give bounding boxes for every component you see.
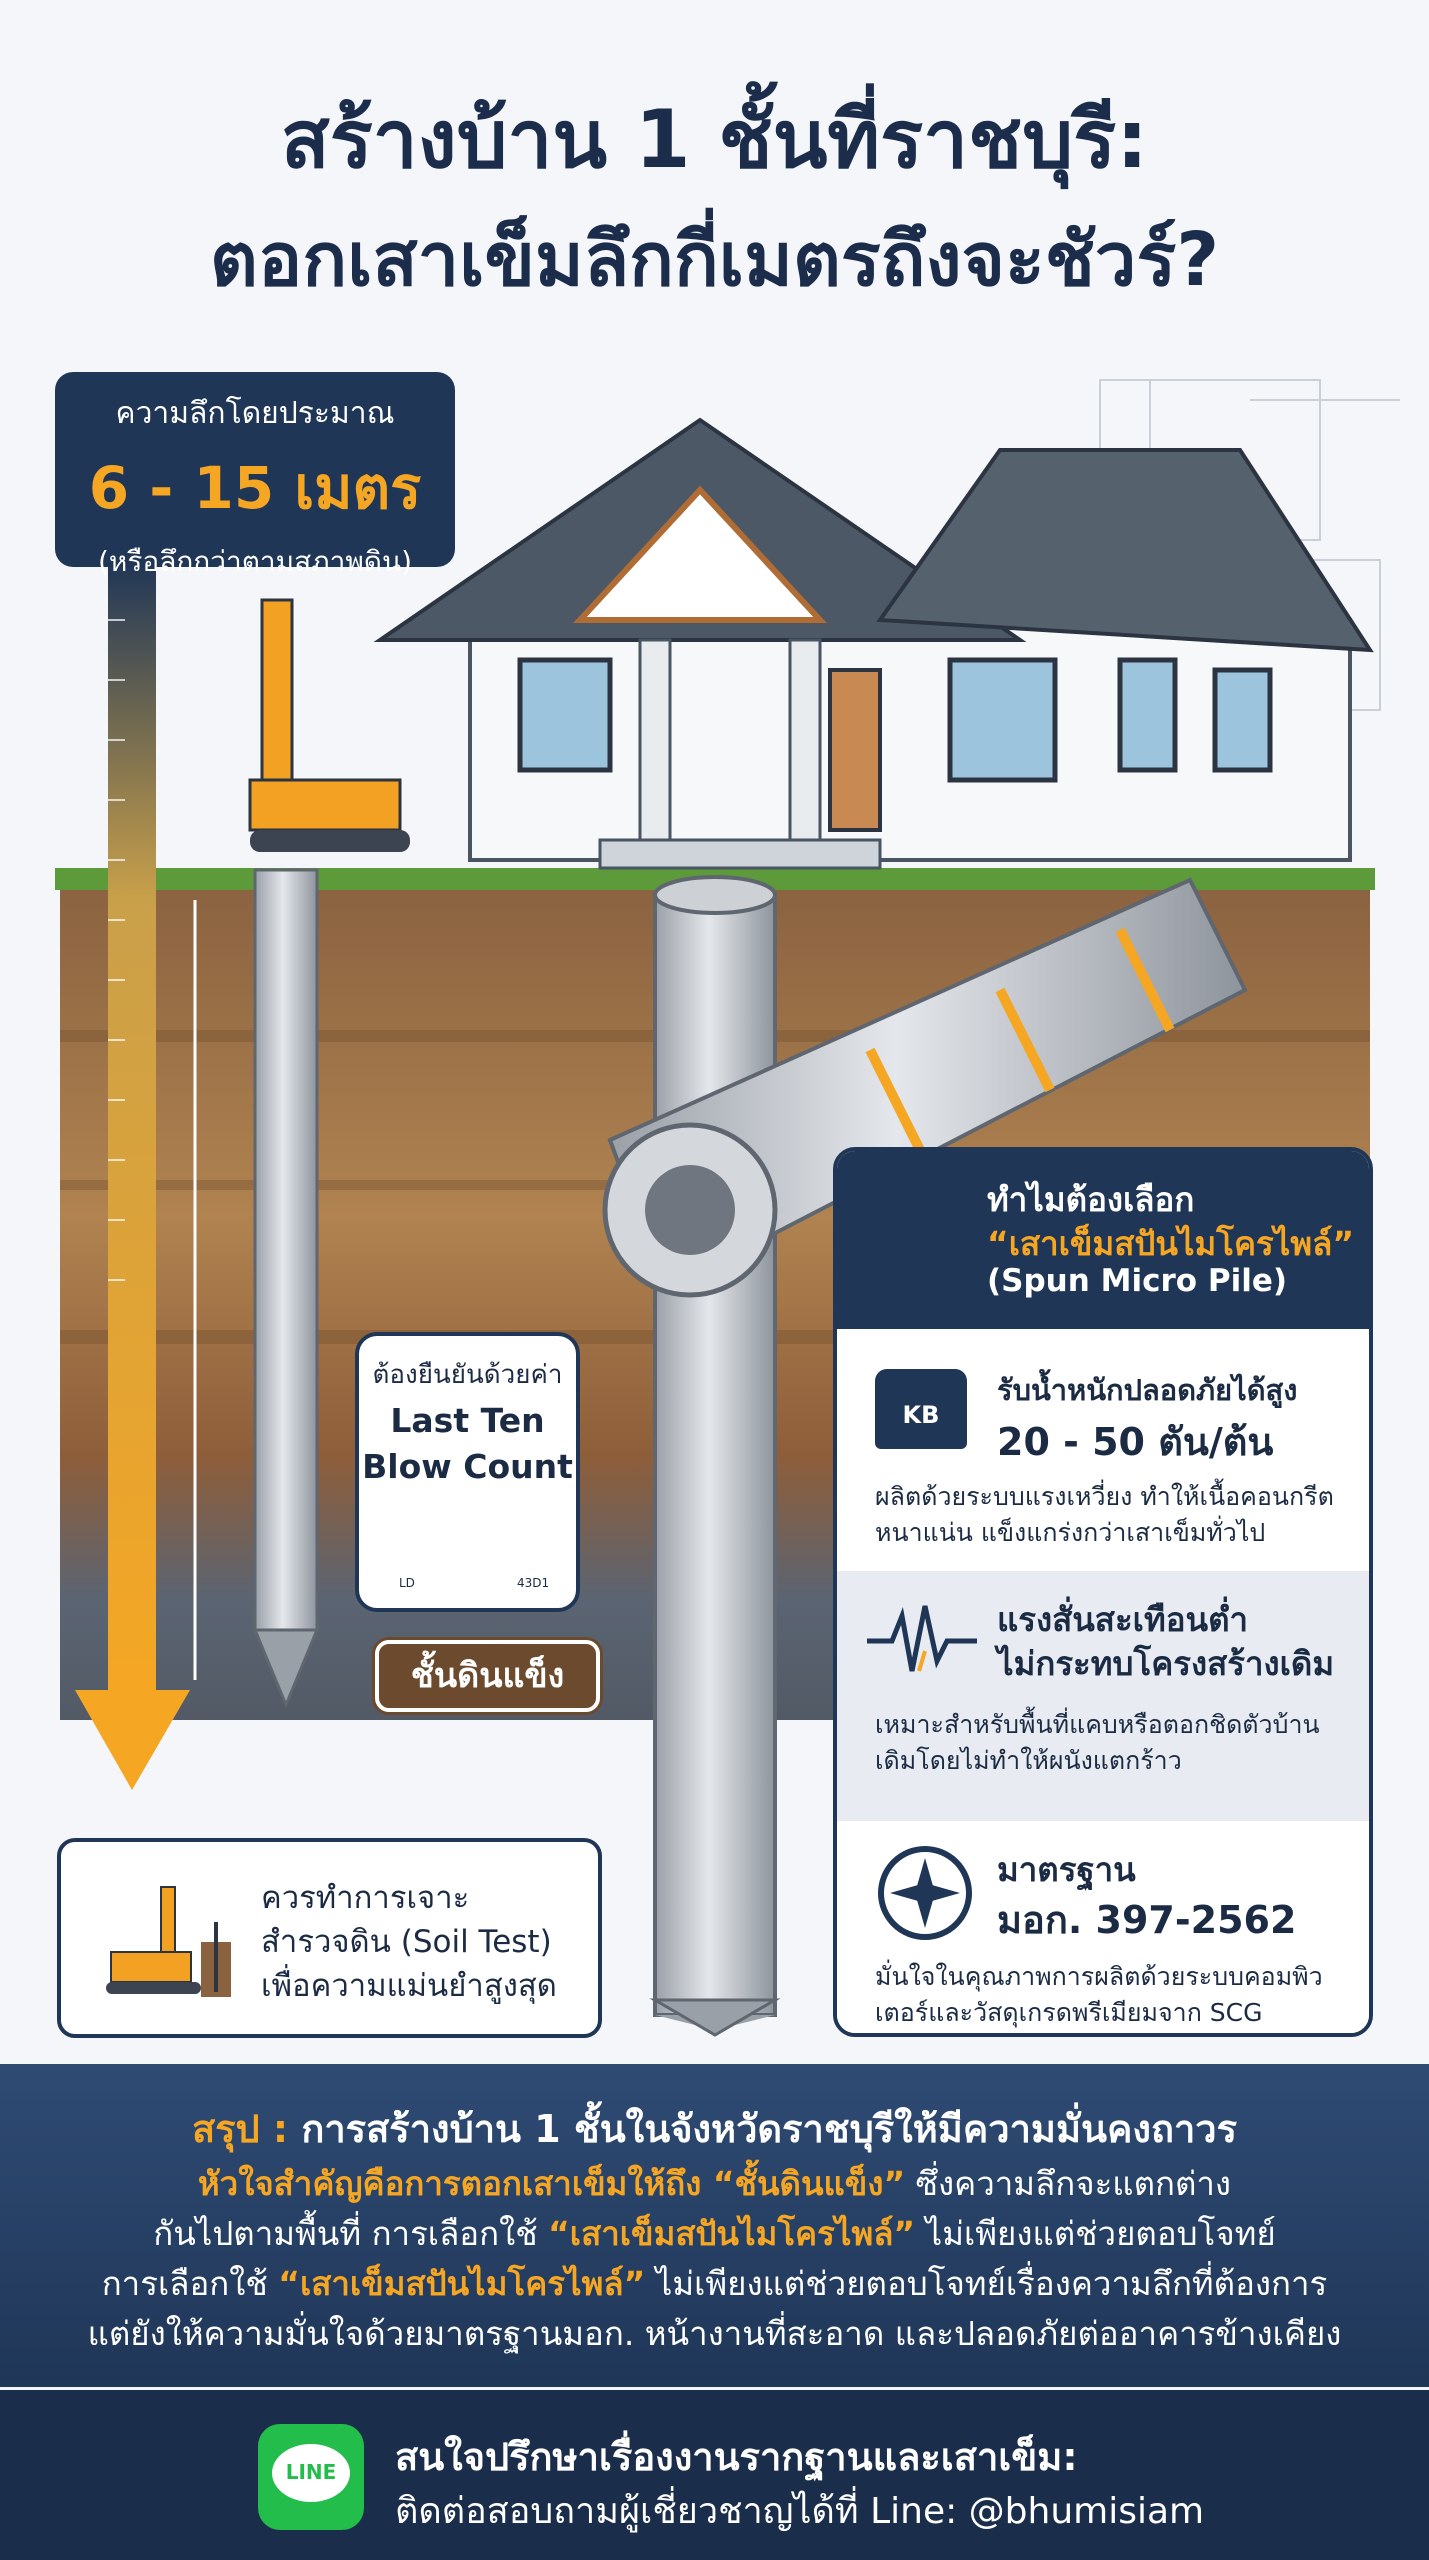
title-line-1: สร้างบ้าน 1 ชั้นที่ราชบุรี:: [280, 93, 1149, 186]
load-title-2: 20 - 50 ตัน/ต้น: [997, 1420, 1274, 1464]
depth-callout: ความลึกโดยประมาณ 6 - 15 เมตร (หรือลึกกว่…: [55, 372, 455, 578]
standard-emblem-icon: [878, 1846, 972, 1940]
standard-section: มาตรฐาน มอก. 397-2562 มั่นใจในคุณภาพการผ…: [837, 1821, 1369, 2033]
line-bubble-icon: [272, 2444, 350, 2502]
summary-section: สรุป : การสร้างบ้าน 1 ชั้นในจังหวัดราชบุ…: [0, 2064, 1429, 2387]
blow-count-value-1: Last Ten: [390, 1401, 545, 1440]
gauge-right-label: 43D1: [517, 1576, 550, 1590]
vibration-body-1: เหมาะสำหรับพื้นที่แคบหรือตอกชิดตัวบ้าน: [875, 1710, 1320, 1739]
standard-body-1: มั่นใจในคุณภาพการผลิตด้วยระบบคอมพิว: [875, 1962, 1323, 1991]
house: [373, 417, 1374, 870]
depth-value: 6 - 15 เมตร: [88, 454, 422, 522]
panel-header: ทำไมต้องเลือก “เสาเข็มสปันไมโครไพล์” (Sp…: [837, 1151, 1369, 1329]
low-vibration-section: แรงสั่นสะเทือนต่ำ ไม่กระทบโครงสร้างเดิม …: [837, 1571, 1369, 1821]
standard-title-2: มอก. 397-2562: [997, 1898, 1297, 1942]
summary-l3-a: กันไปตามพื้นที่ การเลือกใช้: [153, 2214, 549, 2253]
vibration-title-2: ไม่กระทบโครงสร้างเดิม: [997, 1644, 1335, 1683]
soil-test-text: ควรทำการเจาะ สำรวจดิน (Soil Test) เพื่อค…: [261, 1876, 557, 2008]
depth-scale-bar: [108, 560, 156, 1690]
panel-head-2: “เสาเข็มสปันไมโครไพล์”: [987, 1224, 1355, 1263]
vibration-wave-icon: [867, 1605, 977, 1672]
soil-test-callout: ควรทำการเจาะ สำรวจดิน (Soil Test) เพื่อค…: [57, 1838, 602, 2038]
depth-note: (หรือลึกกว่าตามสภาพดิน): [97, 545, 413, 578]
summary-l3-c: ไม่เพียงแต่ช่วยตอบโจทย์: [915, 2214, 1276, 2253]
footer-contact: LINE สนใจปรึกษาเรื่องงานรากฐานและเสาเข็ม…: [0, 2390, 1429, 2560]
summary-l3-b: “เสาเข็มสปันไมโครไพล์”: [548, 2214, 916, 2253]
load-body-2: หนาแน่น แข็งแกร่งกว่าเสาเข็มทั่วไป: [875, 1518, 1266, 1547]
summary-line-1: สรุป : การสร้างบ้าน 1 ชั้นในจังหวัดราชบุ…: [0, 2104, 1429, 2154]
standard-body-2: เตอร์และวัสดุเกรดพรีเมียมจาก SCG: [875, 1998, 1263, 2027]
summary-l4-c: ไม่เพียงแต่ช่วยตอบโจทย์เรื่องความลึกที่ต…: [645, 2264, 1328, 2303]
summary-prefix: สรุป :: [191, 2107, 302, 2151]
load-body-1: ผลิตด้วยระบบแรงเหวี่ยง ทำให้เนื้อคอนกรีต: [875, 1482, 1334, 1511]
summary-l4-a: การเลือกใช้: [101, 2264, 279, 2303]
blow-count-callout: ต้องยืนยันด้วยค่า Last Ten Blow Count LD…: [355, 1332, 580, 1612]
vibration-title-1: แรงสั่นสะเทือนต่ำ: [997, 1600, 1249, 1639]
gauge-left-label: LD: [399, 1576, 415, 1590]
title-line-2: ตอกเสาเข็มลึกกี่เมตรถึงจะชัวร์?: [209, 217, 1220, 303]
blow-count-value-2: Blow Count: [362, 1447, 573, 1486]
vibration-body-2: เดิมโดยไม่ทำให้ผนังแตกร้าว: [875, 1746, 1182, 1775]
standard-title-1: มาตรฐาน: [997, 1850, 1136, 1889]
soil-test-line-3: เพื่อความแม่นยำสูงสุด: [261, 1968, 557, 2004]
footer-line-2[interactable]: ติดต่อสอบถามผู้เชี่ยวชาญได้ที่ Line: @bh…: [395, 2491, 1205, 2532]
line-app-logo[interactable]: LINE: [258, 2424, 364, 2530]
blow-count-label: ต้องยืนยันด้วยค่า: [372, 1360, 563, 1390]
panel-head-1: ทำไมต้องเลือก: [987, 1180, 1195, 1219]
driven-pile: [253, 868, 319, 1632]
footer-line-1: สนใจปรึกษาเรื่องงานรากฐานและเสาเข็ม:: [395, 2435, 1078, 2479]
summary-line-4: การเลือกใช้ “เสาเข็มสปันไมโครไพล์” ไม่เพ…: [0, 2259, 1429, 2309]
summary-line-3: กันไปตามพื้นที่ การเลือกใช้ “เสาเข็มสปัน…: [0, 2209, 1429, 2259]
summary-headline: การสร้างบ้าน 1 ชั้นในจังหวัดราชบุรีให้มี…: [301, 2107, 1238, 2151]
soil-test-line-2: สำรวจดิน (Soil Test): [261, 1924, 552, 1960]
summary-line-2: หัวใจสำคัญคือการตอกเสาเข็มให้ถึง “ชั้นดิ…: [0, 2159, 1429, 2209]
panel-head-3: (Spun Micro Pile): [987, 1263, 1288, 1299]
spun-pile-horizontal: [602, 877, 1248, 1298]
depth-label: ความลึกโดยประมาณ: [115, 396, 395, 431]
summary-line-5: แต่ยังให้ความมั่นใจด้วยมาตรฐานมอก. หน้าง…: [87, 2314, 1342, 2353]
load-title-1: รับน้ำหนักปลอดภัยได้สูง: [997, 1373, 1298, 1407]
summary-l2-highlight: หัวใจสำคัญคือการตอกเสาเข็มให้ถึง “ชั้นดิ…: [197, 2164, 906, 2203]
summary-l4-b: “เสาเข็มสปันไมโครไพล์”: [278, 2264, 646, 2303]
line-logo-text: LINE: [285, 2460, 337, 2484]
depth-arrow-head: [75, 1690, 190, 1790]
pile-driver-rig: [248, 598, 410, 852]
weight-icon: KB: [875, 1369, 967, 1449]
drill-rig-icon: [106, 1886, 231, 1997]
soil-test-line-1: ควรทำการเจาะ: [261, 1880, 470, 1916]
why-spun-micro-pile-panel: ทำไมต้องเลือก “เสาเข็มสปันไมโครไพล์” (Sp…: [833, 1147, 1373, 2037]
page-title: สร้างบ้าน 1 ชั้นที่ราชบุรี: ตอกเสาเข็มลึ…: [0, 80, 1429, 320]
summary-l2-rest: ซึ่งความลึกจะแตกต่าง: [905, 2164, 1232, 2203]
hard-soil-label: ชั้นดินแข็ง: [375, 1640, 600, 1712]
spun-pile-vertical: [653, 893, 777, 2017]
